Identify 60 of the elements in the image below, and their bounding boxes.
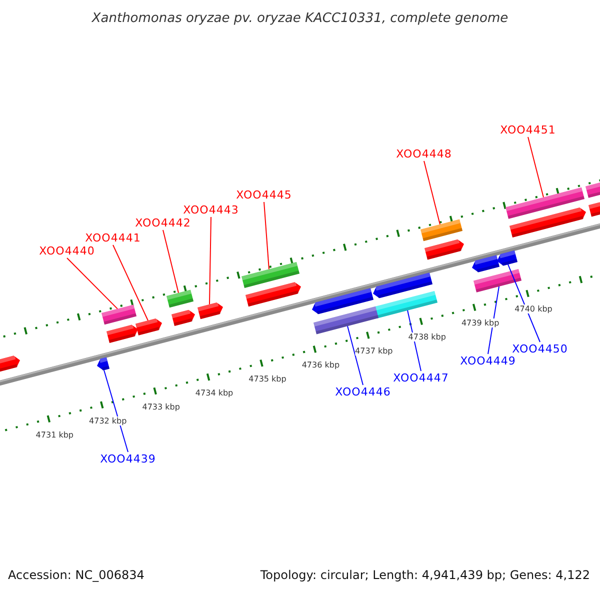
footer-text: Accession: NC_006834 xyxy=(8,567,144,584)
gene-label: XOO4447 xyxy=(393,372,449,384)
leader-line xyxy=(407,310,422,372)
leader-line xyxy=(488,286,500,354)
scale-label: 4732 kbp xyxy=(89,416,127,426)
gene-pointed-block xyxy=(509,207,586,238)
scale-label: 4736 kbp xyxy=(302,360,340,370)
gene-label: XOO4449 xyxy=(460,354,516,368)
gene-block xyxy=(374,290,438,318)
scale-label: 4733 kbp xyxy=(142,402,180,412)
leader-line xyxy=(66,258,118,310)
scale-label: 4740 kbp xyxy=(514,304,552,314)
gene-pointed-block xyxy=(472,255,500,272)
leader-line xyxy=(264,202,270,270)
gene-label: XOO4446 xyxy=(335,386,391,398)
gene-block xyxy=(166,290,194,308)
gene-pointed-block xyxy=(197,302,223,320)
gene-block xyxy=(585,182,600,198)
leader-line xyxy=(347,326,364,386)
leader-line xyxy=(528,136,544,198)
gene-label: XOO4448 xyxy=(396,148,452,160)
scale-label: 4737 kbp xyxy=(355,346,393,356)
title: Xanthomonas oryzae pv. oryzae KACC10331, complete genome xyxy=(90,10,510,28)
gene-block xyxy=(473,268,522,292)
gene-pointed-block xyxy=(312,288,374,314)
gene-block xyxy=(313,306,379,334)
scale-label: 4734 kbp xyxy=(195,388,234,398)
gene-label: XOO4441 xyxy=(85,232,141,244)
gene-pointed-block xyxy=(373,272,433,298)
leader-line xyxy=(112,244,148,321)
scale-label: 4735 kbp xyxy=(248,374,286,384)
leader-line xyxy=(104,370,128,452)
gene-block xyxy=(420,219,463,242)
scale-label: 4739 kbp xyxy=(461,318,500,328)
leader-line xyxy=(162,230,179,294)
gene-pointed-block xyxy=(497,250,518,266)
footer-text: Topology: circular; Length: 4,941,439 bp; Genes: 4,122 xyxy=(260,567,590,584)
gene-label: XOO4445 xyxy=(236,188,292,202)
gene-block xyxy=(101,304,137,325)
leader-line xyxy=(424,160,440,225)
gene-pointed-block xyxy=(424,239,464,260)
gene-label: XOO4443 xyxy=(183,204,239,216)
gene-pointed-block xyxy=(245,282,301,307)
gene-label: XOO4440 xyxy=(39,244,95,258)
scale-label: 4731 kbp xyxy=(36,430,74,440)
gene-label: XOO4439 xyxy=(100,452,156,466)
gene-label: XOO4450 xyxy=(512,342,568,356)
gene-label: XOO4442 xyxy=(135,216,191,230)
gene-pointed-block xyxy=(171,310,195,326)
leader-line xyxy=(508,264,540,342)
gene-block xyxy=(505,187,585,219)
gene-block xyxy=(241,262,300,288)
gene-pointed-block xyxy=(588,202,600,217)
scale-label: 4738 kbp xyxy=(408,332,446,342)
gene-pointed-block xyxy=(97,357,110,371)
gene-label: XOO4451 xyxy=(500,124,556,136)
gene-pointed-block xyxy=(0,355,20,374)
gene-pointed-block xyxy=(106,324,138,343)
leader-line xyxy=(208,216,212,305)
gene-pointed-block xyxy=(135,318,162,336)
